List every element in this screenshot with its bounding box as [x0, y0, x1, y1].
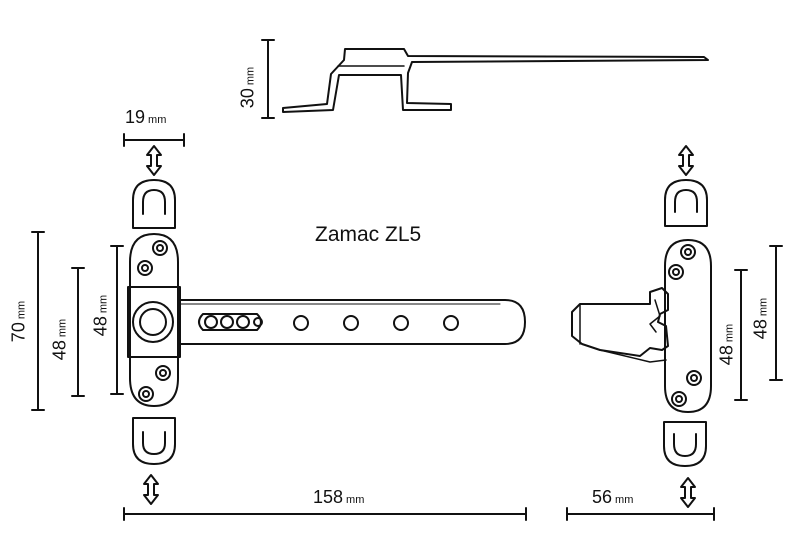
right-top-double-arrow — [678, 145, 694, 176]
dim-line-height-48-b — [110, 245, 124, 395]
dim-line-height-48-a — [71, 267, 85, 397]
label-height-48-a: 48mm — [49, 318, 70, 361]
side-profile-view — [282, 48, 709, 113]
right-bottom-double-arrow — [680, 477, 696, 508]
dim-line-height-48-d — [769, 245, 783, 381]
dim-line-width-56 — [566, 507, 715, 521]
label-height-48-b: 48mm — [90, 294, 111, 337]
left-hinge-arm — [132, 299, 526, 345]
left-bottom-cap — [132, 417, 176, 465]
label-height-48-c: 48mm — [716, 323, 737, 366]
left-bottom-double-arrow — [143, 474, 159, 505]
drawing-title: Zamac ZL5 — [315, 223, 422, 246]
left-mount-plate — [127, 233, 181, 407]
right-bottom-cap — [663, 421, 707, 467]
right-keeper-body — [571, 287, 669, 363]
right-top-cap — [664, 179, 708, 227]
left-top-double-arrow — [146, 145, 162, 176]
dim-line-length-158 — [123, 507, 527, 521]
left-top-cap — [132, 179, 176, 229]
right-mount-plate — [664, 239, 712, 413]
dim-line-height-48-c — [734, 269, 748, 401]
label-height-70: 70mm — [8, 300, 29, 343]
dim-line-width-19 — [123, 133, 185, 147]
label-height-30: 30mm — [237, 66, 258, 109]
dim-line-height-70 — [31, 231, 45, 411]
label-height-48-d: 48mm — [750, 297, 771, 340]
dim-line-height-30 — [261, 39, 275, 119]
